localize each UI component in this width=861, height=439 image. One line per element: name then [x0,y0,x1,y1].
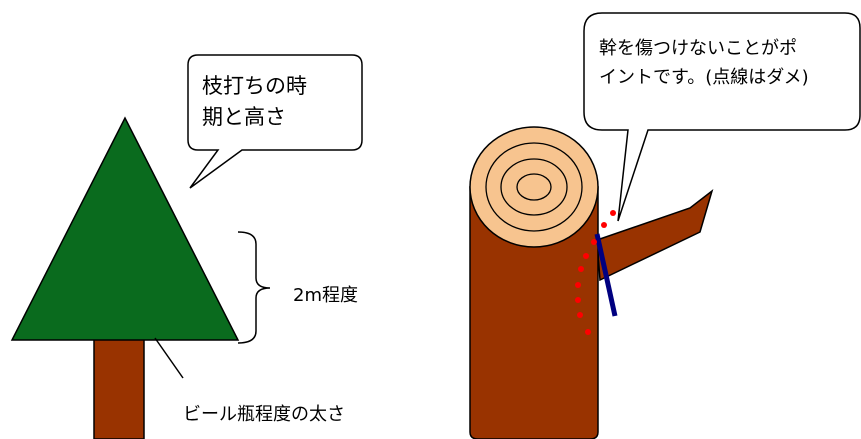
dot [601,222,607,228]
dot [577,312,583,318]
dot [578,266,584,272]
dot [575,297,581,303]
tree-foliage [10,116,240,341]
dot [585,329,591,335]
log-callout: 幹を傷つけないことがポ イントです。(点線はダメ) [583,12,861,222]
log-body [469,186,599,439]
dot [575,282,581,288]
tree-illustration [10,116,240,439]
height-brace [237,231,271,344]
tree-callout-bubble [187,54,363,189]
correct-cut-line [594,233,618,317]
branch-stub [596,188,714,282]
height-label: 2m程度 [293,285,358,306]
tree-callout-line1: 枝打ちの時 [202,74,307,98]
tree-trunk [93,336,145,439]
incorrect-cut-dotted-line [575,210,616,335]
log-illustration [469,126,714,439]
log-callout-bubble [583,12,861,222]
tree-callout-line2: 期と高さ [202,105,286,129]
growth-ring-middle [500,158,568,216]
log-cut-face [469,126,599,248]
tree-callout: 枝打ちの時 期と高さ [187,54,363,189]
thickness-label: ビール瓶程度の太さ [183,404,345,425]
dot [610,210,616,216]
growth-ring-outer [485,142,583,232]
growth-ring-inner [516,173,552,201]
dot [583,253,589,259]
log-callout-line2: イントです。(点線はダメ) [599,67,809,88]
dot [591,239,597,245]
log-callout-line1: 幹を傷つけないことがポ [599,38,797,59]
thickness-pointer-line [154,337,184,379]
